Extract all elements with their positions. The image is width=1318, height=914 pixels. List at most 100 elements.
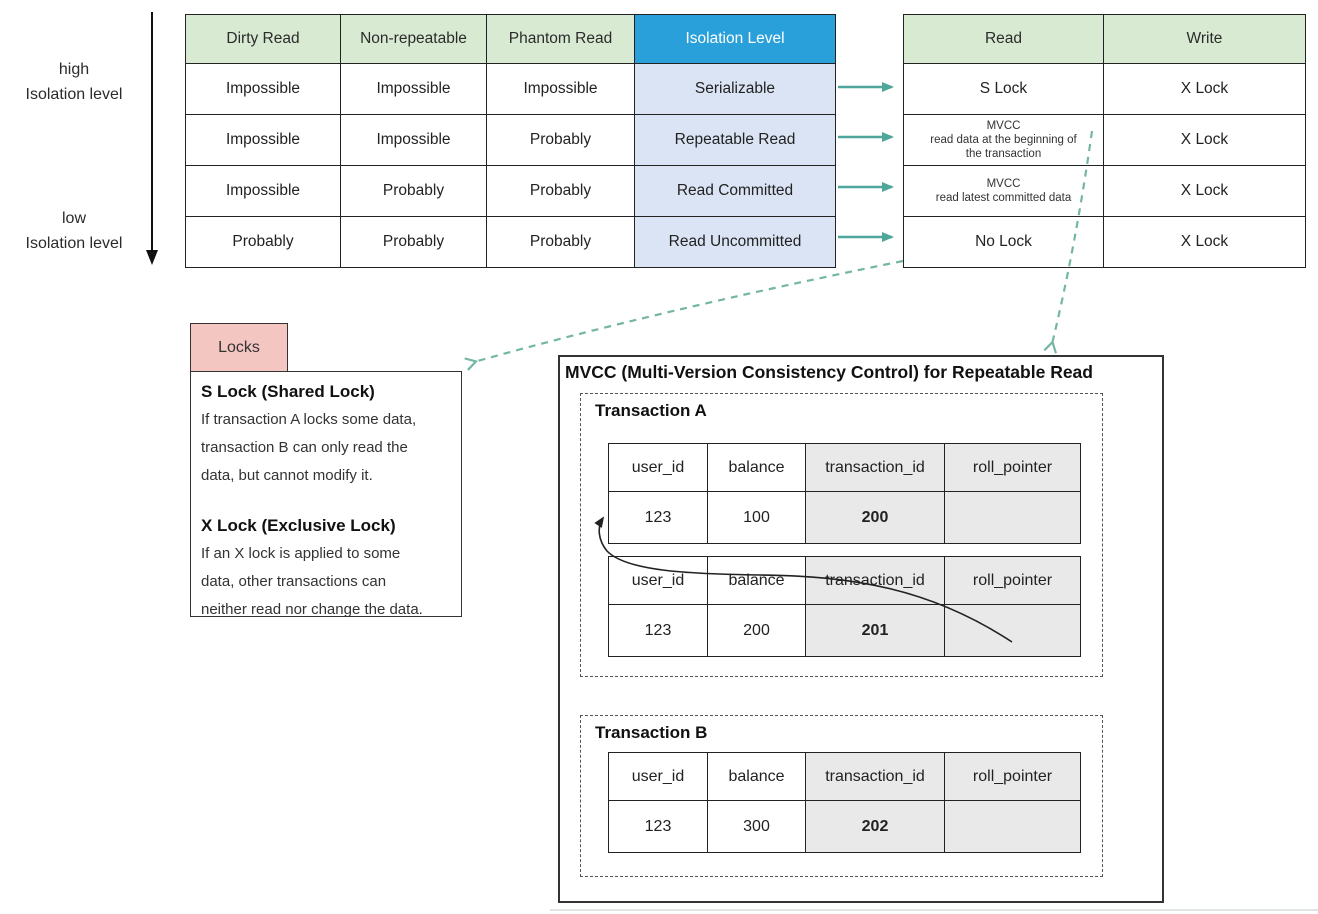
balance-value: 300 — [707, 800, 806, 853]
col-balance: balance — [707, 752, 806, 801]
transaction-a-box: Transaction A — [580, 393, 1103, 677]
record-row: 123 100 200 — [608, 491, 1081, 544]
table-cell: Probably — [185, 216, 341, 268]
s-lock-line: If transaction A locks some data, — [201, 411, 417, 428]
locks-note-body: S Lock (Shared Lock) If transaction A lo… — [190, 371, 462, 618]
mvcc-sub-line: the transaction — [965, 148, 1042, 160]
table-row: No Lock X Lock — [903, 216, 1306, 268]
read-lock-cell: S Lock — [903, 63, 1104, 115]
record-header-row: user_id balance transaction_id roll_poin… — [608, 556, 1081, 605]
record-row: 123 300 202 — [608, 800, 1081, 853]
write-lock-cell: X Lock — [1103, 63, 1306, 115]
x-lock-title: X Lock (Exclusive Lock) — [201, 516, 396, 535]
read-lock-cell: MVCC read latest committed data — [903, 165, 1104, 217]
transaction-id-value: 202 — [805, 800, 945, 853]
table-cell: Impossible — [340, 114, 487, 166]
table-row: Impossible Probably Probably Read Commit… — [185, 165, 836, 217]
write-lock-cell: X Lock — [1103, 165, 1306, 217]
table-cell: Impossible — [185, 63, 341, 115]
table-cell: Impossible — [486, 63, 635, 115]
table-cell: Impossible — [340, 63, 487, 115]
col-user-id: user_id — [608, 443, 708, 492]
read-lock-cell: MVCC read data at the beginning of the t… — [903, 114, 1104, 166]
axis-low-word: low — [61, 210, 86, 227]
read-write-lock-table: Read Write S Lock X Lock MVCC read data … — [903, 14, 1306, 268]
level-serializable: Serializable — [634, 63, 836, 115]
mvcc-label: MVCC — [986, 178, 1021, 190]
balance-value: 200 — [707, 604, 806, 657]
col-roll-pointer: roll_pointer — [944, 752, 1081, 801]
s-lock-title: S Lock (Shared Lock) — [201, 382, 375, 401]
mvcc-label: MVCC — [986, 120, 1021, 132]
dashed-arrow-to-locks-note — [474, 259, 904, 362]
table-cell: Impossible — [185, 165, 341, 217]
axis-high-level-text: Isolation level — [25, 86, 123, 103]
table-row: MVCC read latest committed data X Lock — [903, 165, 1306, 217]
axis-high-word: high — [58, 61, 90, 78]
note-spacer — [201, 490, 451, 512]
record-header-row: user_id balance transaction_id roll_poin… — [608, 752, 1081, 801]
balance-value: 100 — [707, 491, 806, 544]
col-user-id: user_id — [608, 556, 708, 605]
transaction-b-label: Transaction B — [595, 723, 708, 742]
record-row: 123 200 201 — [608, 604, 1081, 657]
table-row: S Lock X Lock — [903, 63, 1306, 115]
table-row: MVCC read data at the beginning of the t… — [903, 114, 1306, 166]
record-header-row: user_id balance transaction_id roll_poin… — [608, 443, 1081, 492]
roll-pointer-value — [944, 491, 1081, 544]
x-lock-line: data, other transactions can — [201, 573, 387, 590]
axis-low-level-text: Isolation level — [25, 235, 123, 252]
x-lock-line: neither read nor change the data. — [201, 601, 423, 618]
col-transaction-id: transaction_id — [805, 752, 945, 801]
isolation-header-row: Dirty Read Non-repeatable Phantom Read I… — [185, 14, 836, 64]
col-balance: balance — [707, 556, 806, 605]
table-cell: Probably — [340, 165, 487, 217]
header-dirty-read: Dirty Read — [185, 14, 341, 64]
write-lock-cell: X Lock — [1103, 114, 1306, 166]
record-table-b1: user_id balance transaction_id roll_poin… — [608, 752, 1081, 853]
record-table-a1: user_id balance transaction_id roll_poin… — [608, 443, 1081, 544]
level-read-committed: Read Committed — [634, 165, 836, 217]
roll-pointer-value — [944, 800, 1081, 853]
s-lock-line: transaction B can only read the — [201, 439, 408, 456]
read-lock-cell: No Lock — [903, 216, 1104, 268]
axis-high-label: high Isolation level — [0, 57, 148, 107]
col-transaction-id: transaction_id — [805, 443, 945, 492]
record-table-a2: user_id balance transaction_id roll_poin… — [608, 556, 1081, 657]
table-cell: Probably — [486, 114, 635, 166]
table-cell: Probably — [486, 165, 635, 217]
mvcc-title: MVCC (Multi-Version Consistency Control)… — [565, 362, 1093, 382]
rw-header-row: Read Write — [903, 14, 1306, 64]
col-balance: balance — [707, 443, 806, 492]
page-bottom-edge — [550, 909, 1318, 911]
isolation-level-table: Dirty Read Non-repeatable Phantom Read I… — [185, 14, 836, 268]
mvcc-sub-line: read latest committed data — [935, 192, 1072, 204]
col-roll-pointer: roll_pointer — [944, 443, 1081, 492]
col-transaction-id: transaction_id — [805, 556, 945, 605]
transaction-b-box: Transaction B — [580, 715, 1103, 877]
write-lock-cell: X Lock — [1103, 216, 1306, 268]
header-write: Write — [1103, 14, 1306, 64]
table-row: Impossible Impossible Impossible Seriali… — [185, 63, 836, 115]
header-phantom-read: Phantom Read — [486, 14, 635, 64]
axis-low-label: low Isolation level — [0, 206, 148, 256]
transaction-id-value: 200 — [805, 491, 945, 544]
mvcc-sub-line: read data at the beginning of — [930, 134, 1077, 146]
transaction-id-value: 201 — [805, 604, 945, 657]
header-read: Read — [903, 14, 1104, 64]
locks-note-tab: Locks — [190, 323, 288, 372]
transaction-a-label: Transaction A — [595, 401, 707, 420]
level-repeatable-read: Repeatable Read — [634, 114, 836, 166]
table-cell: Impossible — [185, 114, 341, 166]
table-cell: Probably — [340, 216, 487, 268]
user-id-value: 123 — [608, 604, 708, 657]
level-read-uncommitted: Read Uncommitted — [634, 216, 836, 268]
roll-pointer-value — [944, 604, 1081, 657]
col-user-id: user_id — [608, 752, 708, 801]
header-isolation-level: Isolation Level — [634, 14, 836, 64]
table-row: Probably Probably Probably Read Uncommit… — [185, 216, 836, 268]
x-lock-line: If an X lock is applied to some — [201, 545, 401, 562]
s-lock-line: data, but cannot modify it. — [201, 467, 373, 484]
col-roll-pointer: roll_pointer — [944, 556, 1081, 605]
